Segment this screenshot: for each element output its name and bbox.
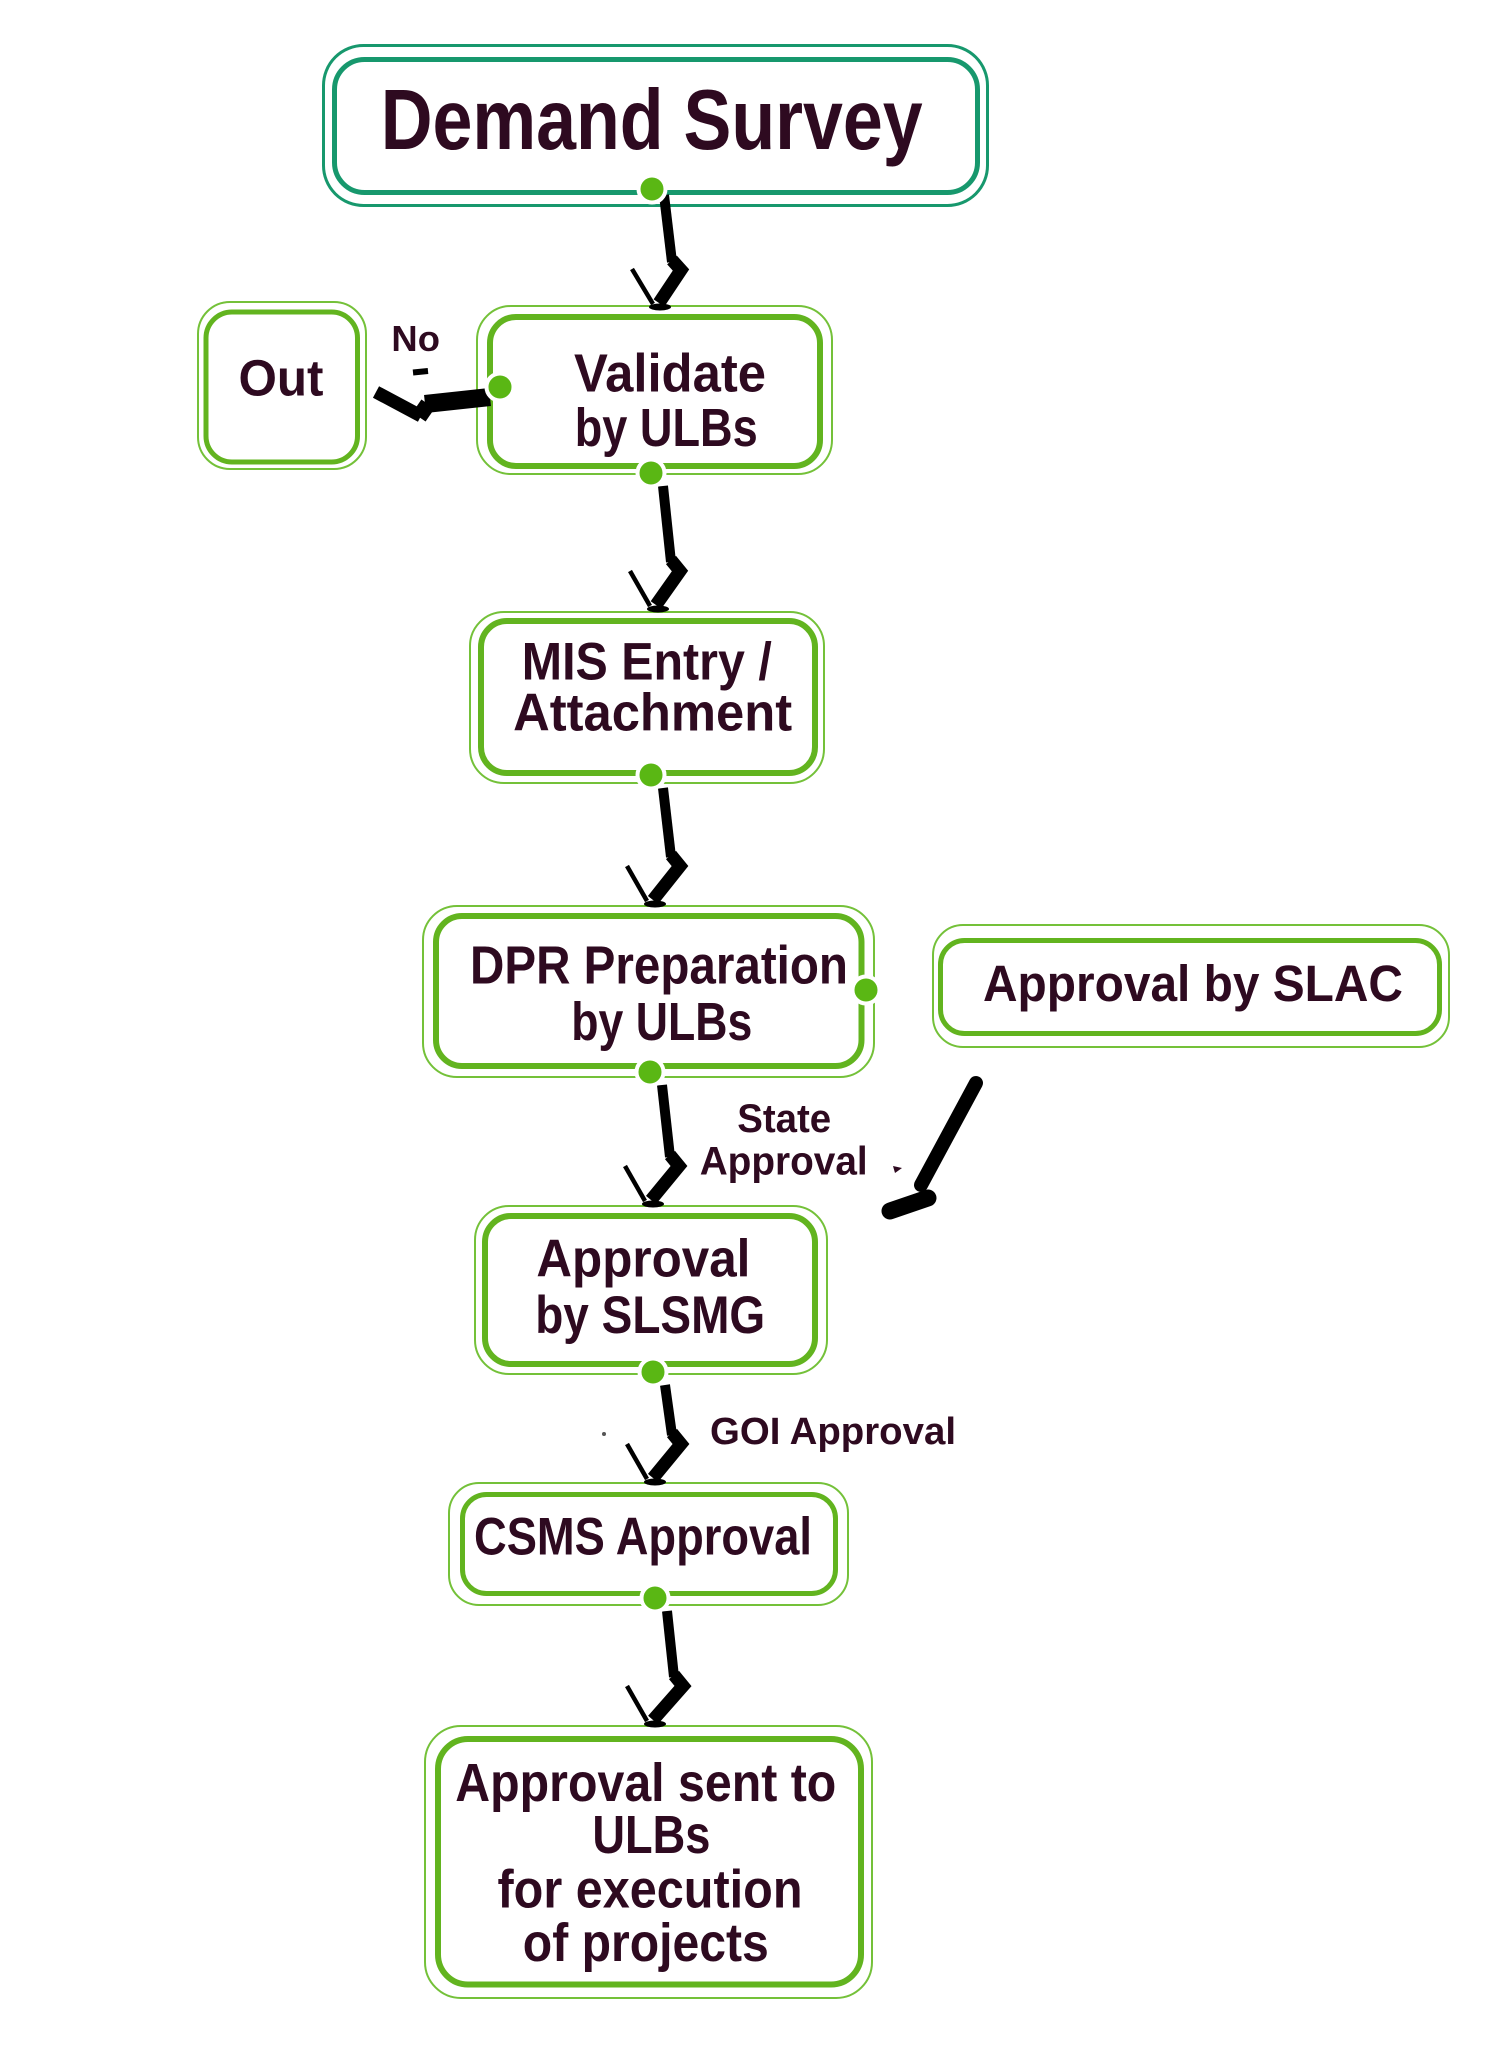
svg-text:by ULBs: by ULBs <box>571 992 752 1052</box>
svg-text:State: State <box>737 1097 831 1141</box>
svg-text:for execution: for execution <box>498 1860 803 1920</box>
svg-text:Demand Survey: Demand Survey <box>381 73 923 168</box>
svg-text:CSMS Approval: CSMS Approval <box>474 1508 812 1567</box>
svg-text:by SLSMG: by SLSMG <box>535 1286 765 1345</box>
svg-text:by ULBs: by ULBs <box>575 398 758 458</box>
svg-text:Out: Out <box>239 349 324 406</box>
svg-text:No: No <box>391 318 440 359</box>
svg-text:Approval: Approval <box>700 1139 868 1183</box>
svg-text:Attachment: Attachment <box>513 684 792 743</box>
svg-text:of projects: of projects <box>523 1913 769 1973</box>
svg-text:Approval: Approval <box>536 1230 750 1289</box>
svg-text:MIS Entry /: MIS Entry / <box>522 632 772 691</box>
svg-text:DPR Preparation: DPR Preparation <box>470 935 848 995</box>
svg-text:Approval by SLAC: Approval by SLAC <box>983 955 1403 1012</box>
svg-text:Validate: Validate <box>574 343 766 403</box>
svg-text:GOI Approval: GOI Approval <box>710 1411 956 1453</box>
svg-text:Approval sent to: Approval sent to <box>455 1753 836 1813</box>
svg-text:ULBs: ULBs <box>592 1805 710 1865</box>
